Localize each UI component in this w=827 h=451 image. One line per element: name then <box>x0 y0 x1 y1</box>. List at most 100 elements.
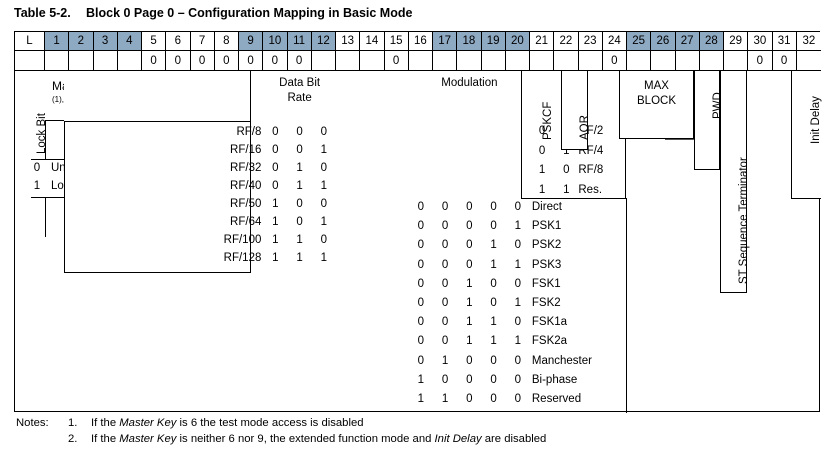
pskcf-name: Res. <box>578 183 603 196</box>
data-bit-rate-label-line2: Rate <box>287 92 312 104</box>
modulation-name: Reserved <box>531 393 582 405</box>
modulation-bit: 0 <box>490 297 497 309</box>
bit-header-17: 17 <box>433 32 458 51</box>
fixed-bit-cell-22 <box>554 51 579 71</box>
bit-header-32: 32 <box>796 32 821 51</box>
data-bit-rate-bit: 1 <box>296 252 303 264</box>
data-bit-rate-name: RF/128 <box>223 252 262 264</box>
modulation-label: Modulation <box>441 77 498 89</box>
table-notes: Notes:1.If the Master Key is 6 the test … <box>16 415 826 447</box>
data-bit-rate-bit: 0 <box>272 180 279 192</box>
max-block-box <box>619 71 694 139</box>
fixed-bit-cell-29 <box>724 51 749 71</box>
fixed-bit-cell-16 <box>408 51 433 71</box>
modulation-bit: 0 <box>441 220 449 233</box>
modulation-bit: 0 <box>417 316 425 329</box>
data-bit-rate-name: RF/100 <box>223 234 262 246</box>
data-bit-rate-bit: 1 <box>272 252 279 264</box>
bit-header-3: 3 <box>93 32 118 51</box>
bit-header-29: 29 <box>724 32 749 51</box>
modulation-bit: 0 <box>417 201 425 213</box>
fixed-bit-cell-4 <box>117 51 142 71</box>
note-row: Notes:1.If the Master Key is 6 the test … <box>16 415 826 431</box>
pskcf-bit: 0 <box>538 125 546 137</box>
bit-header-5: 5 <box>142 32 167 51</box>
modulation-bit: 1 <box>466 335 473 348</box>
bit-header-18: 18 <box>457 32 482 51</box>
modulation-bit: 0 <box>441 258 449 271</box>
pskcf-bit: 1 <box>538 183 546 196</box>
st-sequence-terminator-box <box>720 71 747 293</box>
bit-header-24: 24 <box>602 32 627 51</box>
data-bit-rate-bit: 0 <box>320 126 328 138</box>
bit-header-11: 11 <box>287 32 312 51</box>
pskcf-name: RF/4 <box>578 144 604 157</box>
bit-header-28: 28 <box>699 32 724 51</box>
modulation-bit: 0 <box>417 258 425 271</box>
bit-header-16: 16 <box>408 32 433 51</box>
bit-header-27: 27 <box>675 32 700 51</box>
modulation-bit: 1 <box>514 258 522 271</box>
modulation-name: FSK2a <box>531 335 568 348</box>
bit-header-2: 2 <box>69 32 94 51</box>
modulation-bit: 0 <box>514 393 522 405</box>
data-bit-rate-bit: 1 <box>272 216 279 228</box>
modulation-bit: 0 <box>490 354 497 367</box>
data-bit-rate-box <box>64 121 251 273</box>
fixed-bit-cell-5: 0 <box>142 51 167 71</box>
bit-header-15: 15 <box>384 32 409 51</box>
modulation-bit: 0 <box>490 201 497 213</box>
bit-header-22: 22 <box>554 32 579 51</box>
table-number-label: Table 5-2. <box>14 6 71 20</box>
pskcf-bit: 1 <box>538 164 546 176</box>
note-number: 2. <box>68 433 78 445</box>
data-bit-rate-bit: 1 <box>320 216 328 228</box>
modulation-bit: 0 <box>441 335 449 348</box>
modulation-bit: 1 <box>490 258 497 271</box>
modulation-bit: 0 <box>514 277 522 290</box>
modulation-name: PSK3 <box>531 258 562 271</box>
modulation-bit: 0 <box>441 316 449 329</box>
modulation-bit: 1 <box>514 335 522 348</box>
modulation-bit: 1 <box>441 354 449 367</box>
st-sequence-terminator-label: ST Sequence Terminator <box>738 157 750 284</box>
fixed-bit-cell-6: 0 <box>166 51 191 71</box>
modulation-bit: 0 <box>490 220 497 233</box>
bit-header-6: 6 <box>166 32 191 51</box>
note-number: 1. <box>68 417 78 429</box>
fixed-bit-cell-9: 0 <box>239 51 264 71</box>
fixed-bit-cell-1 <box>45 51 70 71</box>
fixed-bit-cell-31: 0 <box>772 51 797 71</box>
pskcf-bit: 1 <box>563 183 570 196</box>
data-bit-rate-bit: 0 <box>296 144 303 156</box>
modulation-bit: 0 <box>466 239 473 252</box>
data-bit-rate-name: RF/16 <box>230 144 262 156</box>
pskcf-name: RF/8 <box>578 164 604 176</box>
data-bit-rate-bit: 1 <box>272 198 279 210</box>
modulation-bit: 0 <box>466 354 473 367</box>
bit-header-1: 1 <box>45 32 70 51</box>
modulation-bit: 0 <box>466 393 473 405</box>
modulation-name: FSK1a <box>531 316 568 329</box>
data-bit-rate-bit: 1 <box>296 180 303 192</box>
modulation-bit: 0 <box>417 354 425 367</box>
modulation-bit: 0 <box>490 373 497 386</box>
data-bit-rate-name: RF/50 <box>230 198 262 210</box>
modulation-name: Direct <box>531 201 562 213</box>
bit-header-21: 21 <box>530 32 555 51</box>
modulation-bit: 0 <box>441 373 449 386</box>
fixed-bit-cell-17 <box>433 51 458 71</box>
modulation-bit: 1 <box>466 316 473 329</box>
modulation-bit: 0 <box>417 297 425 309</box>
lock-bit-code: 0 <box>33 162 41 174</box>
modulation-bit: 0 <box>514 239 522 252</box>
bit-header-7: 7 <box>190 32 215 51</box>
pskcf-name: RF/2 <box>578 125 604 137</box>
modulation-bit: 0 <box>417 335 425 348</box>
data-bit-rate-bit: 0 <box>320 234 328 246</box>
aor-box <box>561 71 588 150</box>
modulation-name: Bi-phase <box>531 373 578 386</box>
data-bit-rate-right-edge <box>64 71 251 121</box>
data-bit-rate-name: RF/40 <box>230 180 262 192</box>
